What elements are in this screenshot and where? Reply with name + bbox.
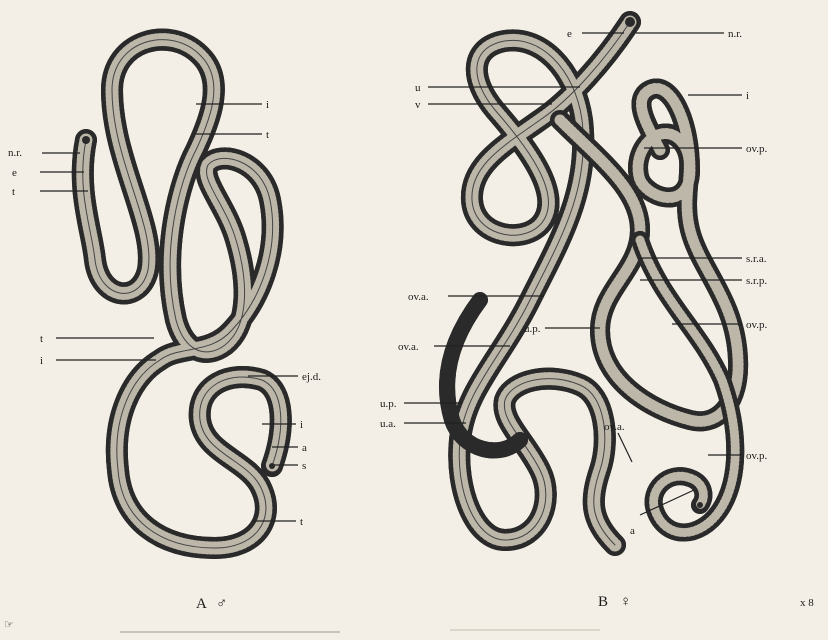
label-a-t1: t (12, 186, 15, 198)
label-a-e: e (12, 167, 17, 179)
label-b-i: i (746, 90, 749, 102)
label-b-ovp1: ov.p. (746, 143, 768, 155)
label-b-ova3: ov.a. (604, 421, 625, 433)
label-b-v: v (415, 99, 421, 111)
label-a-i3: i (300, 419, 303, 431)
label-b-up2: u.p. (380, 398, 397, 410)
label-a-t4: t (300, 516, 303, 528)
label-b-ua: u.a. (380, 418, 396, 430)
label-b-nr: n.r. (728, 28, 742, 40)
label-b-ova1: ov.a. (408, 291, 429, 303)
worm-b-body (447, 17, 738, 545)
caption-a-letter: A (196, 596, 207, 612)
caption-a-male-symbol: ♂ (216, 596, 227, 612)
label-a-a: a (302, 442, 307, 454)
worm-a-body (82, 40, 281, 548)
label-b-srp: s.r.p. (746, 275, 767, 287)
label-a-t2: t (266, 129, 269, 141)
caption-b-letter: B (598, 594, 608, 610)
figure-captions: A ♂ B ♀ x 8 ☞ (4, 594, 814, 631)
label-b-up1: u.p. (524, 323, 541, 335)
label-b-ovp2: ov.p. (746, 319, 768, 331)
label-a-t3: t (40, 333, 43, 345)
label-a-ejd: ej.d. (302, 371, 321, 383)
label-a-s: s (302, 460, 306, 472)
label-b-ova2: ov.a. (398, 341, 419, 353)
label-b-sra: s.r.a. (746, 253, 767, 265)
label-b-e: e (567, 28, 572, 40)
label-a-nr: n.r. (8, 147, 22, 159)
corner-mark: ☞ (4, 619, 14, 631)
label-a-i2: i (40, 355, 43, 367)
label-b-u: u (415, 82, 421, 94)
magnification-label: x 8 (800, 597, 814, 609)
caption-b-female-symbol: ♀ (620, 594, 631, 610)
label-a-i1: i (266, 99, 269, 111)
label-b-a: a (630, 525, 635, 537)
label-b-ovp3: ov.p. (746, 450, 768, 462)
